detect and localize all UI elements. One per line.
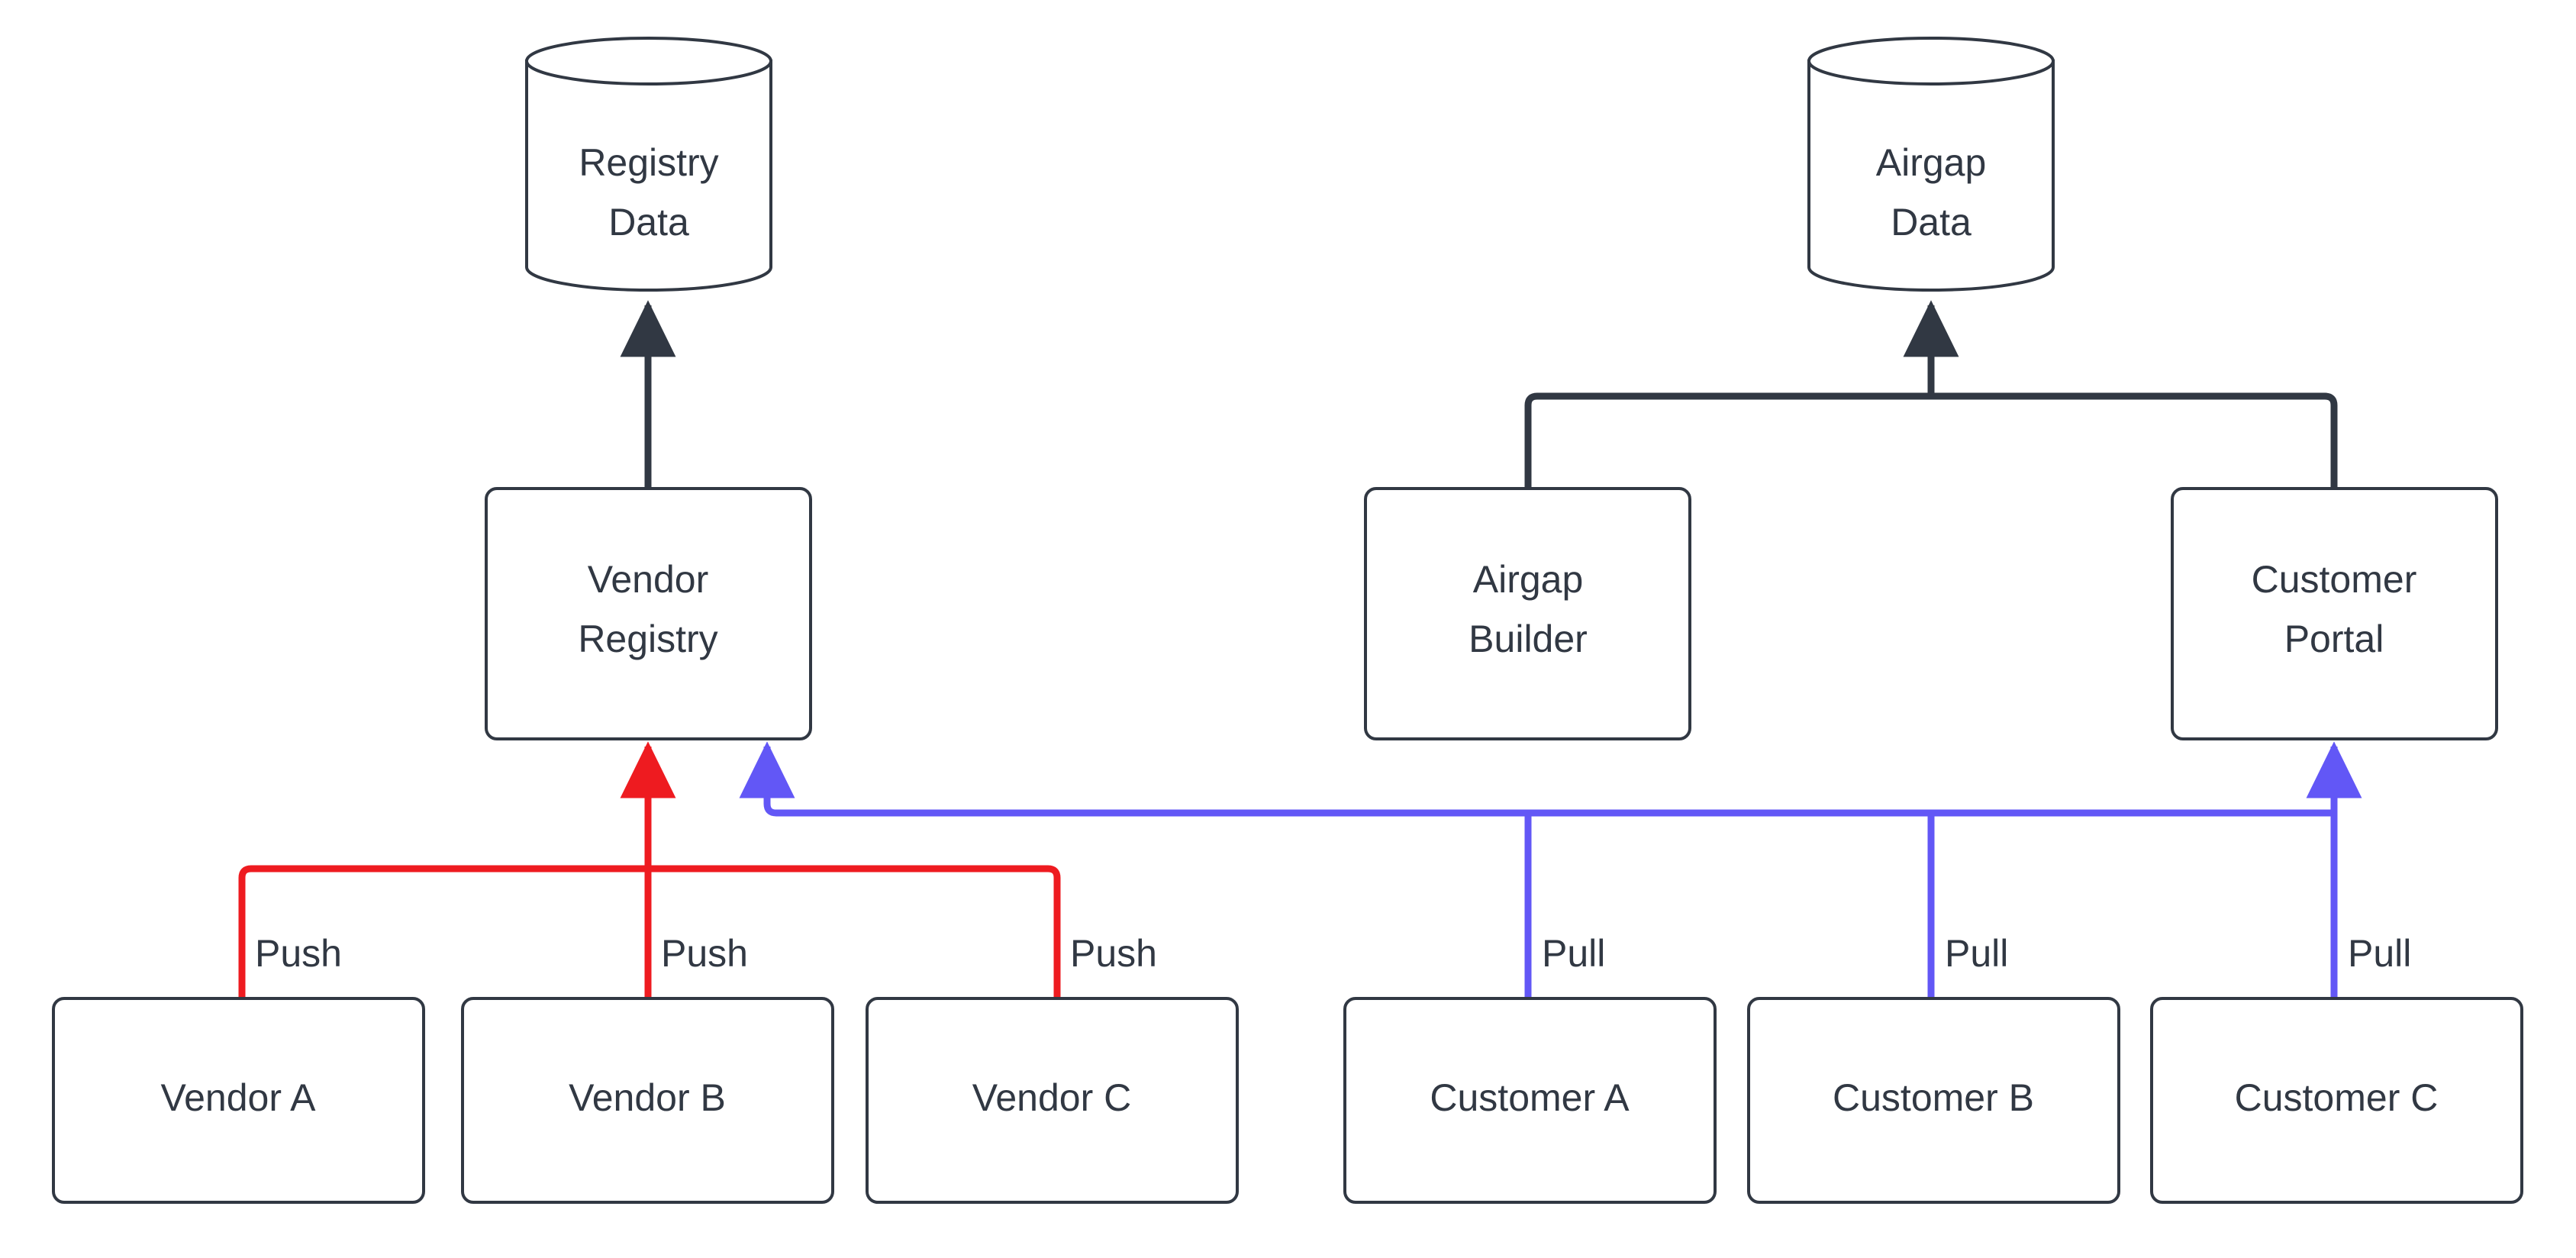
edge-push-vendor-a — [238, 865, 648, 998]
datastore-label-line2: Data — [1891, 201, 1971, 244]
node-box — [1747, 997, 2120, 1204]
node-box — [461, 997, 834, 1204]
actor-vendor-c[interactable]: Vendor C — [866, 997, 1239, 1204]
service-vendor-registry[interactable]: Vendor Registry — [485, 487, 812, 740]
cylinder-body — [525, 60, 772, 292]
node-box — [2150, 997, 2523, 1204]
datastore-label-line2: Data — [608, 201, 689, 244]
node-box — [1364, 487, 1691, 740]
datastore-airgap-data[interactable]: Airgap Data — [1807, 37, 2055, 292]
edge-pull-bus-to-vendor-registry — [739, 741, 2334, 817]
actor-customer-a[interactable]: Customer A — [1343, 997, 1717, 1204]
actor-label: Customer A — [1430, 1076, 1630, 1119]
cylinder-top — [525, 37, 772, 85]
actor-label: Vendor A — [161, 1076, 317, 1119]
edge-label-pull-customer-c: Pull — [2348, 932, 2411, 975]
actor-customer-c[interactable]: Customer C — [2150, 997, 2523, 1204]
node-box — [485, 487, 812, 740]
node-box — [1343, 997, 1717, 1204]
edge-label-pull-customer-a: Pull — [1542, 932, 1605, 975]
actor-vendor-a[interactable]: Vendor A — [52, 997, 425, 1204]
cylinder-top — [1807, 37, 2055, 85]
edge-push-vendor-c — [648, 865, 1061, 998]
edge-label-pull-customer-b: Pull — [1945, 932, 2008, 975]
edge-label-push-vendor-a: Push — [255, 932, 342, 975]
node-box — [866, 997, 1239, 1204]
edge-label-push-vendor-c: Push — [1070, 932, 1157, 975]
service-airgap-builder[interactable]: Airgap Builder — [1364, 487, 1691, 740]
service-label-line1: Customer — [2252, 558, 2417, 601]
datastore-label-line1: Airgap — [1876, 141, 1987, 184]
datastore-label-line1: Registry — [579, 141, 718, 184]
service-label-line1: Airgap — [1473, 558, 1584, 601]
actor-label: Vendor C — [972, 1076, 1131, 1119]
edge-label-push-vendor-b: Push — [661, 932, 748, 975]
cylinder-body — [1807, 60, 2055, 292]
node-box — [2171, 487, 2498, 740]
service-label-line2: Portal — [2284, 618, 2384, 660]
actor-label: Customer C — [2235, 1076, 2439, 1119]
node-box — [52, 997, 425, 1204]
service-customer-portal[interactable]: Customer Portal — [2171, 487, 2498, 740]
service-label-line1: Vendor — [588, 558, 708, 601]
actor-label: Vendor B — [569, 1076, 726, 1119]
service-label-line2: Builder — [1469, 618, 1588, 660]
actor-customer-b[interactable]: Customer B — [1747, 997, 2120, 1204]
actor-label: Customer B — [1833, 1076, 2034, 1119]
datastore-registry-data[interactable]: Registry Data — [525, 37, 772, 292]
actor-vendor-b[interactable]: Vendor B — [461, 997, 834, 1204]
service-label-line2: Registry — [578, 618, 717, 660]
